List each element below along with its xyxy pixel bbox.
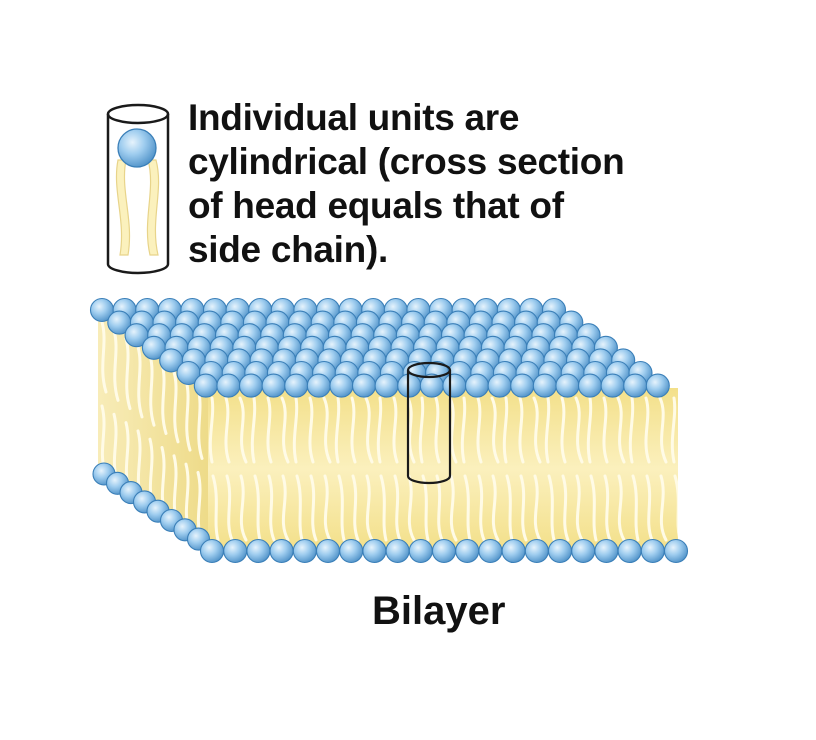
head-group: [398, 374, 421, 397]
head-group: [601, 374, 624, 397]
head-group: [330, 374, 353, 397]
head-group: [572, 540, 595, 563]
head-group: [363, 540, 386, 563]
head-group: [511, 374, 534, 397]
head-group: [443, 374, 466, 397]
head-group: [224, 540, 247, 563]
cylinder-unit-icon: [108, 105, 168, 273]
head-group: [247, 540, 270, 563]
head-group: [307, 374, 330, 397]
head-group: [665, 540, 688, 563]
head-group: [240, 374, 263, 397]
head-group: [533, 374, 556, 397]
head-group: [641, 540, 664, 563]
head-group: [646, 374, 669, 397]
head-group: [409, 540, 432, 563]
head-group: [201, 540, 224, 563]
head-group: [525, 540, 548, 563]
head-group: [624, 374, 647, 397]
caption-line-2: cylindrical (cross section: [188, 140, 624, 184]
head-group: [386, 540, 409, 563]
caption-line-4: side chain).: [188, 228, 388, 272]
head-group: [293, 540, 316, 563]
head-group: [579, 374, 602, 397]
head-group: [262, 374, 285, 397]
head-group: [479, 540, 502, 563]
head-group: [433, 540, 456, 563]
head-group: [285, 374, 308, 397]
head-group: [270, 540, 293, 563]
head-group: [549, 540, 572, 563]
head-group: [375, 374, 398, 397]
head-group: [502, 540, 525, 563]
head-group: [595, 540, 618, 563]
head-group: [556, 374, 579, 397]
caption-line-1: Individual units are: [188, 96, 519, 140]
head-group: [217, 374, 240, 397]
head-group: [317, 540, 340, 563]
bilayer-front-face: [208, 388, 680, 550]
bilayer-label: Bilayer: [372, 588, 505, 634]
caption-line-3: of head equals that of: [188, 184, 564, 228]
head-group: [353, 374, 376, 397]
head-group: [456, 540, 479, 563]
head-group: [194, 374, 217, 397]
bottom-front-head-groups: [201, 540, 688, 563]
head-group: [488, 374, 511, 397]
head-group: [340, 540, 363, 563]
head-group: [618, 540, 641, 563]
head-group: [466, 374, 489, 397]
